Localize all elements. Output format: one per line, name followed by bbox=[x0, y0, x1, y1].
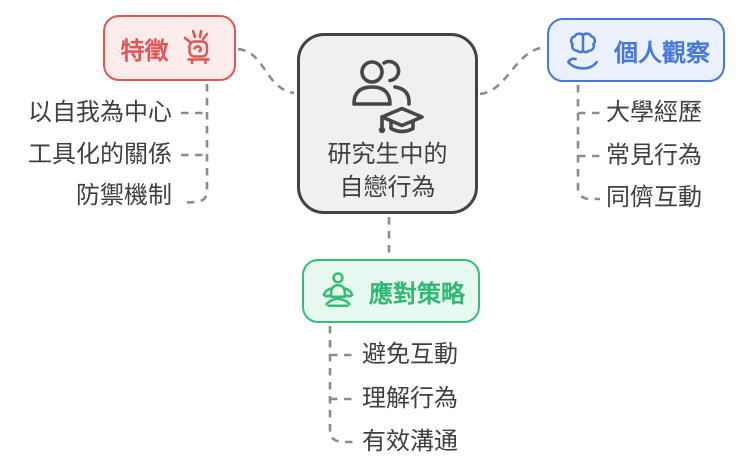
spine-observations bbox=[576, 85, 600, 201]
edge-center-observations bbox=[479, 45, 546, 96]
spine-traits bbox=[180, 84, 209, 205]
branch-node-observations: 個人觀察 bbox=[547, 18, 725, 82]
edge-traits-center bbox=[237, 47, 295, 95]
graduates-group-icon bbox=[346, 59, 430, 137]
leaf-item-strategies-2: 理解行為 bbox=[362, 385, 458, 412]
spine-strategies bbox=[328, 326, 353, 444]
leaf-item-strategies-1: 避免互動 bbox=[362, 341, 458, 368]
branch-node-strategies: 應對策略 bbox=[302, 259, 480, 323]
leaf-item-observations-2: 常見行為 bbox=[606, 142, 702, 169]
leaf-item-traits-3: 防禦機制 bbox=[76, 182, 172, 209]
center-title-line-2: 自戀行為 bbox=[339, 173, 436, 201]
center-node: 研究生中的 自戀行為 bbox=[297, 33, 478, 214]
leaf-item-traits-1: 以自我為中心 bbox=[28, 99, 172, 126]
leaf-item-strategies-3: 有效溝通 bbox=[362, 428, 458, 455]
brain-in-hand-icon bbox=[562, 29, 604, 71]
leaf-item-traits-2: 工具化的關係 bbox=[28, 141, 172, 168]
leaf-item-observations-1: 大學經歷 bbox=[606, 99, 702, 126]
leaf-item-observations-3: 同儕互動 bbox=[606, 184, 702, 211]
branch-label-observations: 個人觀察 bbox=[614, 39, 710, 67]
graduation-cap-icon bbox=[378, 106, 424, 133]
users-icon bbox=[351, 59, 411, 106]
meditation-icon bbox=[317, 270, 359, 312]
fist-impact-icon bbox=[179, 28, 219, 68]
branch-node-traits: 特徵 bbox=[103, 15, 236, 81]
center-title-line-1: 研究生中的 bbox=[327, 140, 448, 168]
branch-label-strategies: 應對策略 bbox=[369, 280, 465, 308]
branch-label-traits: 特徵 bbox=[120, 37, 169, 65]
